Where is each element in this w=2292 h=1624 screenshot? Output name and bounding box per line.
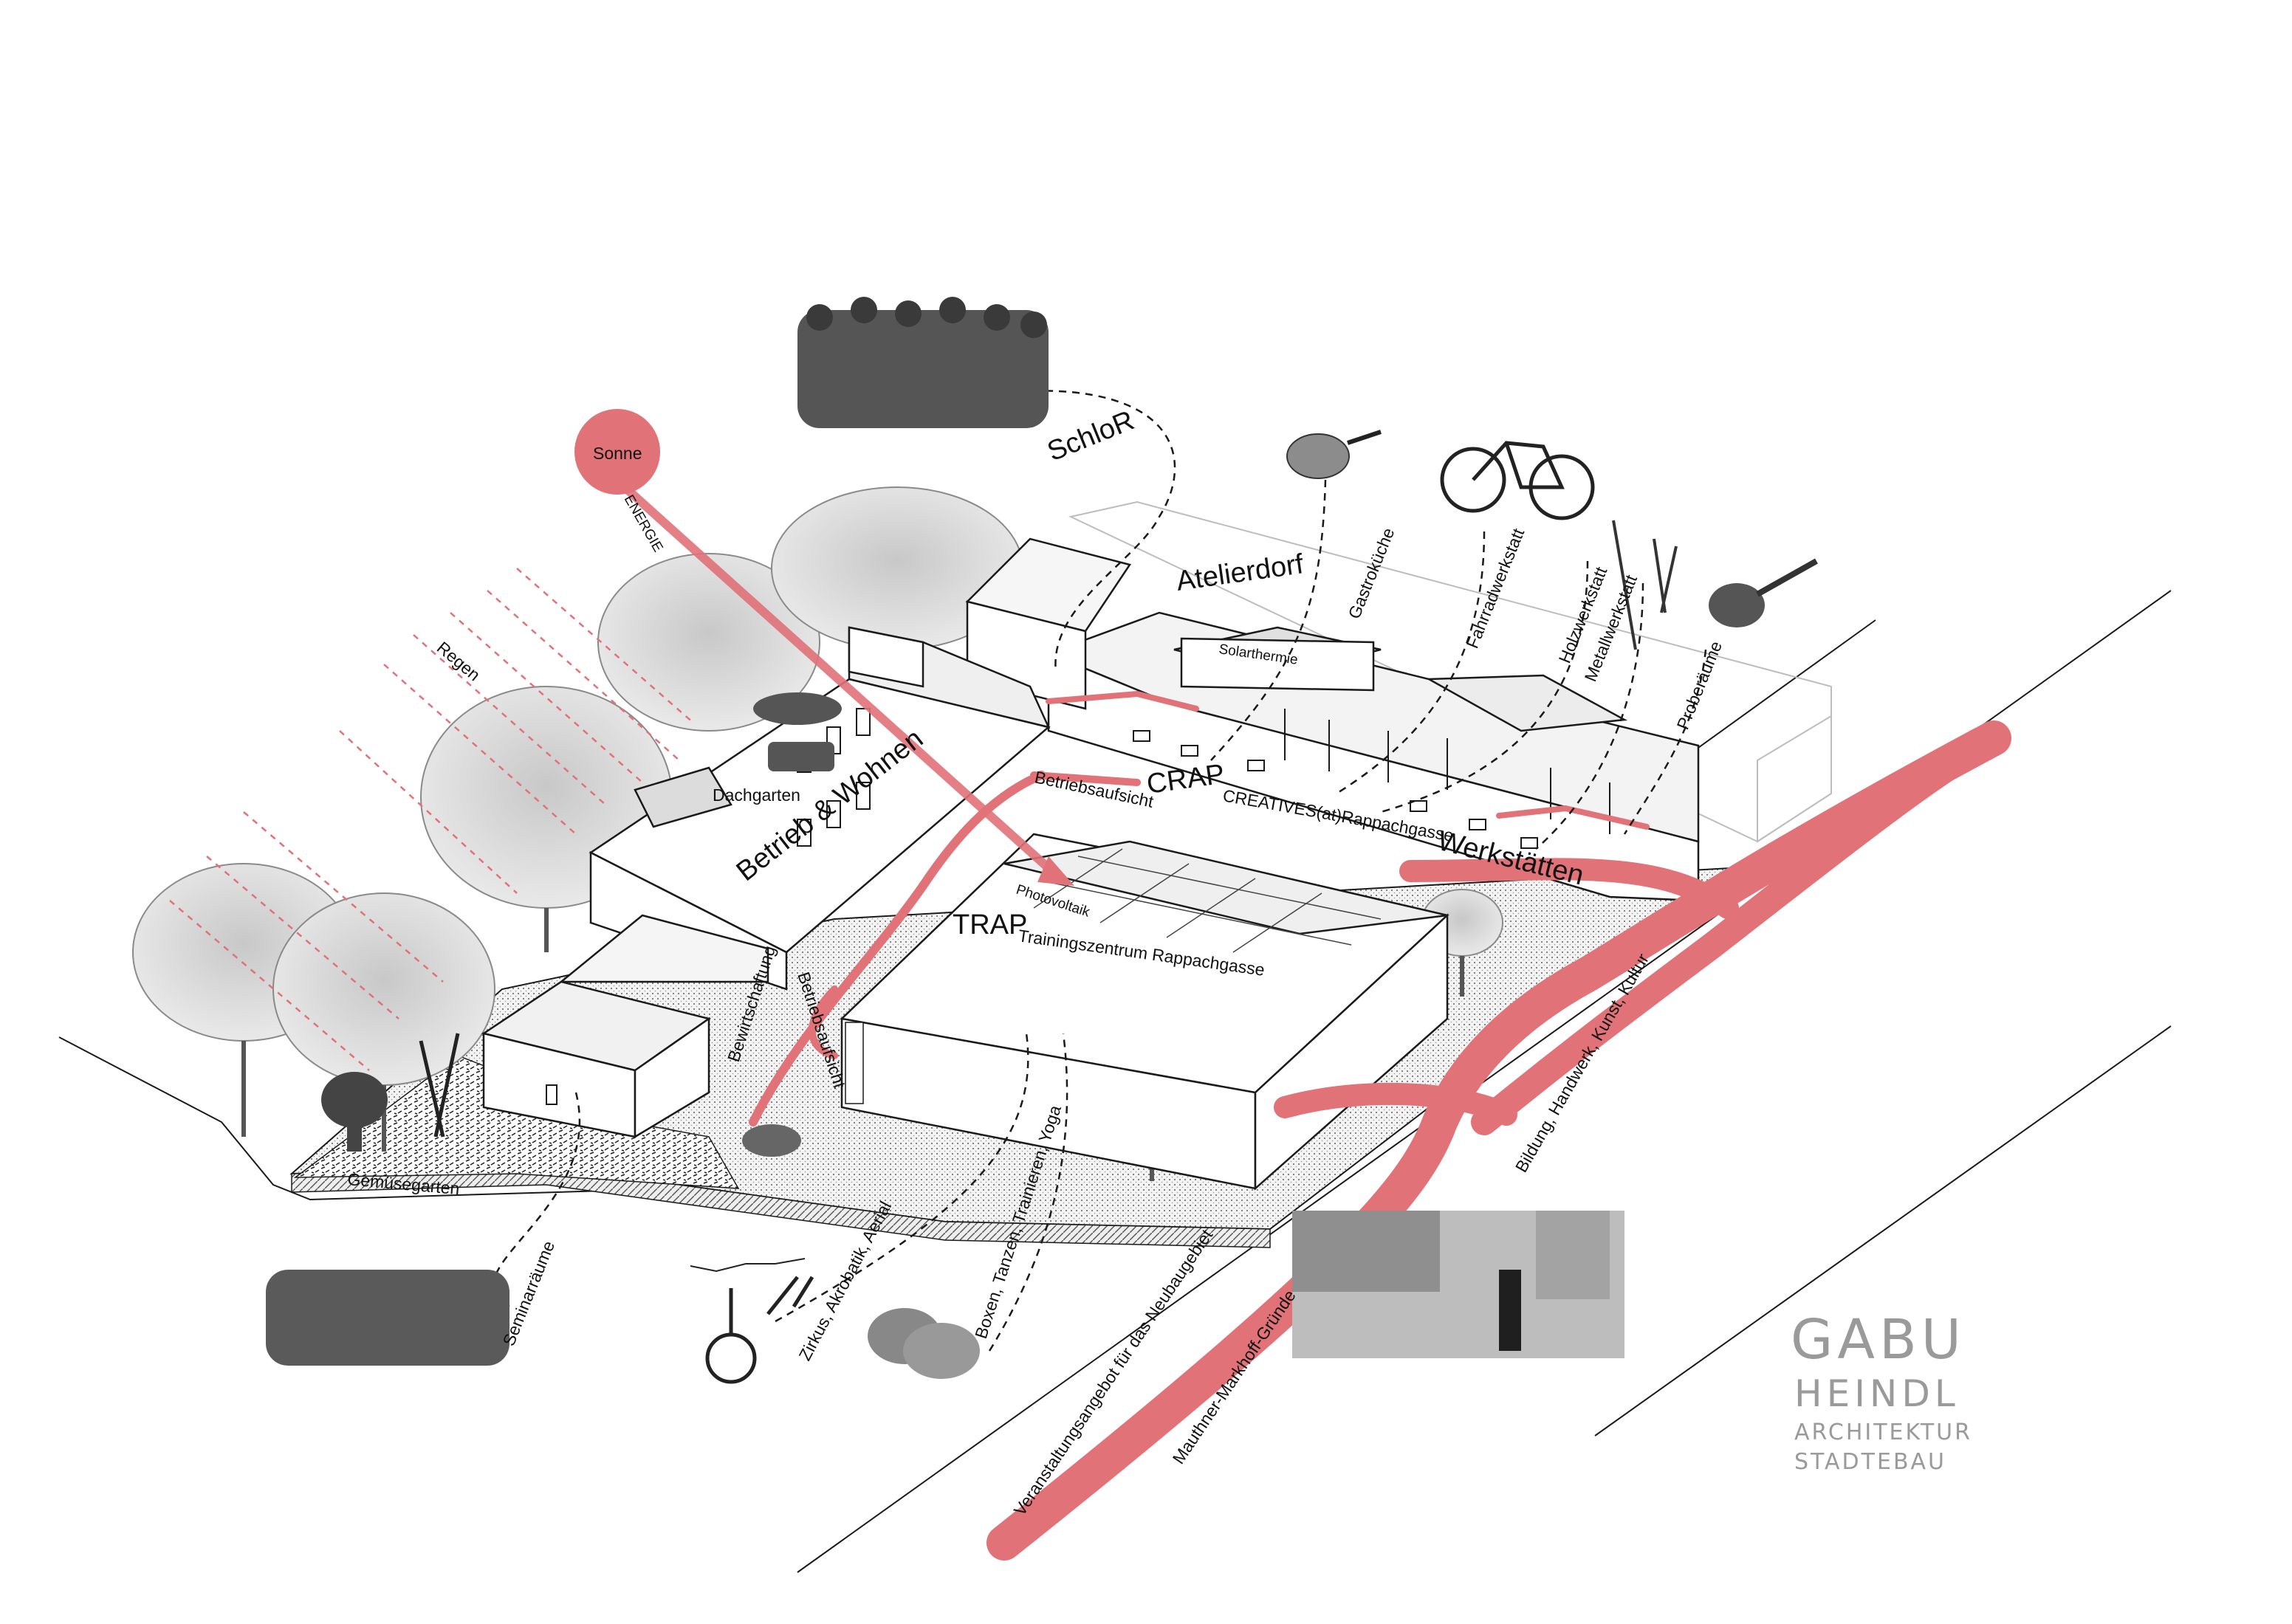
circus-props-icon [690,1258,814,1384]
logo-line-3: ARCHITEKTUR [1794,1420,1972,1445]
label-gastrokueche: Gastroküche [1345,525,1399,622]
plant-icon [321,1072,388,1152]
logo: GABU HEINDL ARCHITEKTUR STADTEBAU [1791,1308,1972,1475]
sun [574,409,1074,886]
label-proberaeume: Proberäume [1673,639,1726,732]
label-regen: Regen [433,638,484,684]
label-dachgarten: Dachgarten [713,785,800,805]
neighbourhood-photo [1292,1211,1624,1358]
seminar-people-icon [266,1270,509,1366]
people-group-top [797,297,1049,428]
label-fahrradwerkstatt: Fahrradwerkstatt [1463,526,1528,651]
seminar-building [481,914,769,1139]
cooking-pot-icon [1286,430,1382,479]
rain-lines [169,568,695,1071]
label-betriebsaufsicht: Betriebsaufsicht [1033,767,1156,811]
logo-line-2: HEINDL [1794,1372,1960,1415]
dashed-connectors [492,390,1707,1352]
bicycle-icon [1440,441,1595,520]
shovel-icon [419,1033,460,1138]
schlor-volume [965,537,1132,710]
label-atelierdorf: Atelierdorf [1174,548,1305,597]
guitar-icon [1709,558,1818,627]
label-crap: CRAP [1145,759,1226,800]
label-schlor: SchloR [1043,405,1139,468]
trap-building [840,833,1449,1191]
boxing-gloves-icon [868,1308,980,1379]
label-sonne: Sonne [593,444,642,463]
logo-line-1: GABU [1791,1308,1966,1372]
pig-icon [742,1124,801,1157]
patio-furniture-icon [753,692,842,771]
tools-icon [1612,520,1678,650]
label-trap: TRAP [953,909,1027,940]
logo-line-4: STADTEBAU [1794,1449,1946,1475]
